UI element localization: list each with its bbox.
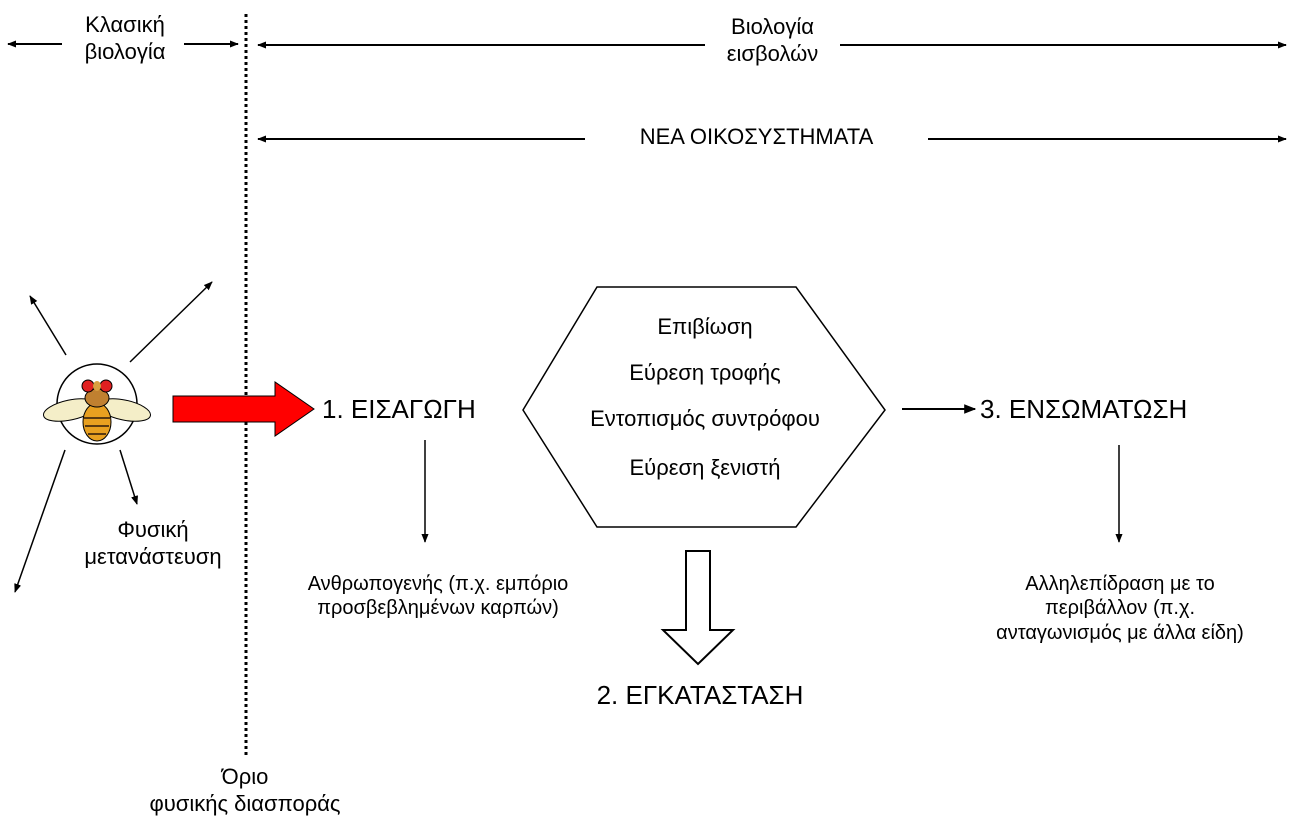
hexagon-item-food: Εύρεση τροφής <box>629 360 781 385</box>
stage-establishment: 2. ΕΓΚΑΤΑΣΤΑΣΗ <box>596 680 804 710</box>
migration-arrow-up-right <box>129 281 213 363</box>
hexagon-item-host: Εύρεση ξενιστή <box>629 455 781 480</box>
anthropogenic-note: Ανθρωπογενής (π.χ. εμπόριο προσβεβλημένω… <box>258 572 618 621</box>
stage-introduction: 1. ΕΙΣΑΓΩΓΗ <box>322 394 476 424</box>
boundary-label-line-2: φυσικής διασποράς <box>149 790 341 816</box>
classic-biology-line-1: Κλασική <box>85 12 165 37</box>
hexagon-item-mate: Εντοπισμός συντρόφου <box>590 406 820 431</box>
natural-migration-line-2: μετανάστευση <box>84 543 222 569</box>
fruit-fly-icon <box>43 363 151 445</box>
anthropogenic-note-line-2: προσβεβλημένων καρπών) <box>317 597 559 620</box>
classic-biology-line-2: βιολογία <box>84 38 166 64</box>
interaction-note-line-3: ανταγωνισμός με άλλα είδη) <box>996 621 1244 644</box>
behaviour-hexagon <box>522 286 886 528</box>
invasion-biology-label: Βιολογία εισβολών <box>700 14 845 68</box>
invasion-biology-line-2: εισβολών <box>726 40 819 66</box>
natural-migration-label: Φυσική μετανάστευση <box>70 517 236 571</box>
new-ecosystems-label: ΝΕΑ ΟΙΚΟΣΥΣΤΗΜΑΤΑ <box>639 124 874 149</box>
boundary-label: Όριο φυσικής διασποράς <box>140 764 350 818</box>
migration-arrow-down <box>119 449 139 505</box>
classic-biology-label: Κλασική βιολογία <box>60 12 190 66</box>
stage-integration: 3. ΕΝΣΩΜΑΤΩΣΗ <box>980 394 1188 424</box>
migration-arrow-up-left <box>29 295 67 356</box>
migration-arrow-down-left <box>14 449 66 593</box>
invasion-biology-line-1: Βιολογία <box>731 14 814 39</box>
natural-migration-line-1: Φυσική <box>117 517 189 542</box>
interaction-note-line-2: περιβάλλον (π.χ. <box>1044 597 1196 620</box>
introduction-red-arrow <box>172 381 315 437</box>
interaction-note: Αλληλεπίδραση με το περιβάλλον (π.χ. αντ… <box>960 572 1280 645</box>
hexagon-item-survival: Επιβίωση <box>657 314 753 339</box>
boundary-label-line-1: Όριο <box>221 764 269 789</box>
anthropogenic-note-line-1: Ανθρωπογενής (π.χ. εμπόριο <box>307 573 569 595</box>
establishment-block-arrow <box>660 550 736 666</box>
interaction-note-line-1: Αλληλεπίδραση με το <box>1025 573 1215 595</box>
